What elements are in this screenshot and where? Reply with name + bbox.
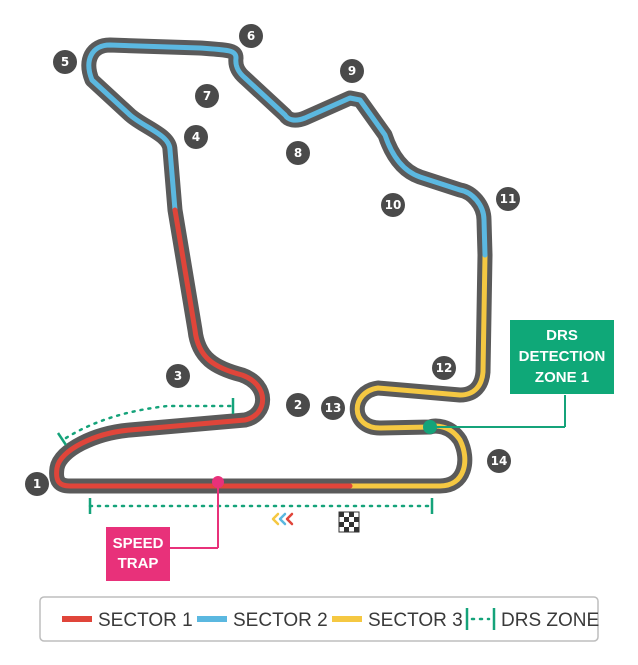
legend-sector-1: SECTOR 1 (62, 610, 193, 631)
svg-text:2: 2 (294, 398, 302, 412)
speed-trap-box: SPEED TRAP (106, 527, 170, 581)
turn-badge-14: 14 (487, 449, 511, 473)
legend-drs-zone-label: DRS ZONE (501, 610, 599, 631)
legend-sector-2-label: SECTOR 2 (233, 610, 328, 631)
turn-badge-6: 6 (239, 24, 263, 48)
legend-sector-1-label: SECTOR 1 (98, 610, 193, 631)
drs-zone-2 (88, 498, 434, 514)
sector-3-path (347, 252, 488, 489)
svg-text:14: 14 (491, 454, 508, 468)
legend-sector-3: SECTOR 3 (332, 610, 463, 631)
turn-badge-12: 12 (432, 356, 456, 380)
svg-text:9: 9 (348, 64, 356, 78)
svg-text:4: 4 (192, 130, 200, 144)
turn-badge-4: 4 (184, 125, 208, 149)
svg-text:10: 10 (385, 198, 402, 212)
turn-badge-9: 9 (340, 59, 364, 83)
turn-badge-13: 13 (321, 396, 345, 420)
drs-zone-1 (56, 398, 235, 446)
turn-badge-5: 5 (53, 50, 77, 74)
turn-badge-10: 10 (381, 193, 405, 217)
svg-text:7: 7 (203, 89, 211, 103)
track-outline (49, 37, 493, 494)
turn-badge-8: 8 (286, 141, 310, 165)
svg-text:3: 3 (174, 369, 182, 383)
svg-text:13: 13 (325, 401, 342, 415)
drs-detection-marker (423, 395, 566, 434)
turn-badge-2: 2 (286, 393, 310, 417)
sector-2-path (86, 42, 488, 258)
detection-line-3: ZONE 1 (535, 369, 589, 386)
detection-line-1: DRS (546, 327, 578, 344)
legend-sector-2: SECTOR 2 (197, 610, 328, 631)
svg-text:8: 8 (294, 146, 302, 160)
svg-text:12: 12 (436, 361, 453, 375)
turn-badge-3: 3 (166, 364, 190, 388)
direction-chevrons-icon (271, 512, 294, 526)
speed-trap-line-1: SPEED (113, 535, 164, 552)
legend-sector-3-label: SECTOR 3 (368, 610, 463, 631)
svg-text:11: 11 (500, 192, 517, 206)
svg-text:5: 5 (61, 55, 69, 69)
svg-text:6: 6 (247, 29, 255, 43)
turn-badge-11: 11 (496, 187, 520, 211)
speed-trap-marker (168, 476, 224, 549)
svg-text:1: 1 (33, 477, 41, 491)
sector-1-path (54, 207, 353, 489)
checkered-flag-icon (338, 511, 360, 533)
turn-badge-1: 1 (25, 472, 49, 496)
turn-badge-7: 7 (195, 84, 219, 108)
drs-detection-box: DRS DETECTION ZONE 1 (510, 320, 614, 394)
legend: SECTOR 1 SECTOR 2 SECTOR 3 DRS ZONE (39, 596, 599, 642)
detection-line-2: DETECTION (519, 348, 606, 365)
speed-trap-line-2: TRAP (118, 555, 159, 572)
legend-drs-zone: DRS ZONE (465, 608, 599, 631)
turn-badges: 1 2 3 4 5 6 7 8 9 10 11 12 13 14 (25, 24, 520, 496)
